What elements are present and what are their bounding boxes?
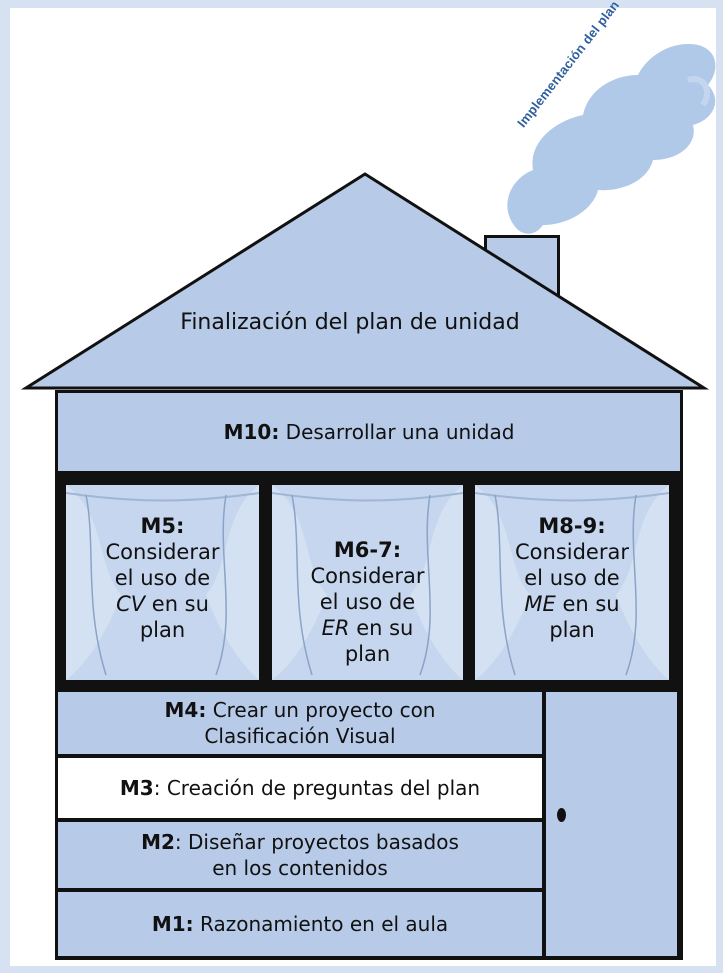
m5-line1: Considerar [105,540,220,564]
roof-label: Finalización del plan de unidad [180,310,520,335]
m5-line2: el uso de [114,566,211,590]
m8-9-line4: plan [549,618,595,642]
m6-7-line1: Considerar [310,564,425,588]
m2-code: M2 [141,830,175,854]
m6-7-line2: el uso de [319,590,416,614]
window-m5: M5: Considerar el uso de CV en su plan [66,485,259,680]
m8-9-line1: Considerar [515,540,629,564]
door-knob [557,808,566,822]
m3-text: : Creación de preguntas del plan [153,776,481,800]
m4-text: Crear un proyecto con [212,698,436,722]
curtain-icon [475,485,669,680]
m10-code: M10: [223,420,280,444]
curtain-icon [272,485,463,680]
module-m10: M10: Desarrollar una unidad [58,393,680,471]
m1-text: Razonamiento en el aula [200,912,449,936]
m5-line4: plan [139,618,186,642]
window-m8-9: M8-9: Considerar el uso de ME en su plan [475,485,669,680]
m6-7-abbr: ER [321,616,350,640]
roof [20,172,710,390]
m5-after: en su [151,592,209,616]
m8-9-abbr: ME [524,592,556,616]
m5-code: M5: [140,514,185,538]
door [546,692,677,956]
smoke-cloud [507,44,716,234]
m8-9-code: M8-9: [538,514,606,538]
m5-abbr: CV [116,592,146,616]
m4-code: M4: [164,698,207,722]
m1-code: M1: [151,912,194,936]
m2-text: : Diseñar proyectos basados [174,830,459,854]
m6-7-after: en su [356,616,414,640]
m6-7-line4: plan [344,642,391,666]
m4-text2: Clasificación Visual [204,724,396,748]
m10-text: Desarrollar una unidad [285,420,515,444]
m8-9-line2: el uso de [524,566,620,590]
curtain-icon [66,485,259,680]
m3-code: M3 [119,776,154,800]
m8-9-after: en su [562,592,620,616]
module-m1: M1: Razonamiento en el aula [58,892,542,956]
window-m6-7: M6-7: Considerar el uso de ER en su plan [272,485,463,680]
module-m3: M3: Creación de preguntas del plan [58,758,542,818]
m2-text2: en los contenidos [212,856,388,880]
m6-7-code: M6-7: [333,538,402,562]
